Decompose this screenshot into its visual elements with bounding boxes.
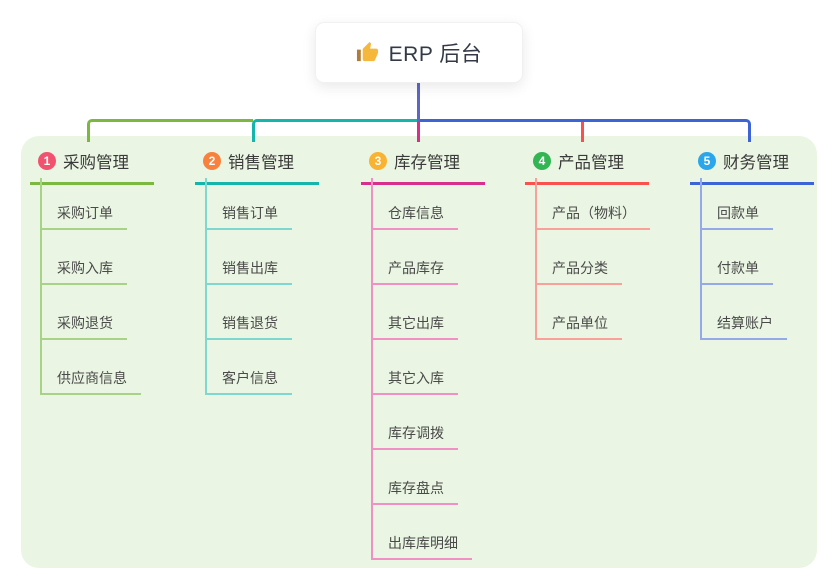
child-node-label: 库存调拨 (388, 425, 444, 441)
connector-branch-1 (87, 119, 253, 142)
mindmap-child-node[interactable]: 出库库明细 (371, 518, 472, 560)
branch-badge-3: 3 (369, 151, 387, 170)
mindmap-child-node[interactable]: 仓库信息 (371, 188, 458, 230)
child-node-label: 仓库信息 (388, 205, 444, 221)
branch-title-label: 采购管理 (63, 153, 129, 172)
mindmap-child-node[interactable]: 付款单 (700, 243, 773, 285)
branch-title-label: 财务管理 (723, 153, 789, 172)
branch-badge-2: 2 (203, 151, 221, 170)
child-node-label: 回款单 (717, 205, 759, 221)
child-node-label: 出库库明细 (388, 535, 458, 551)
connector-branch-3 (417, 122, 420, 142)
connector-branch-5 (419, 119, 751, 142)
connector-branch-4 (581, 122, 584, 142)
branch-title-4[interactable]: 4 产品管理 (525, 146, 649, 185)
branch-title-1[interactable]: 1 采购管理 (30, 146, 154, 185)
child-node-label: 产品库存 (388, 260, 444, 276)
mindmap-child-node[interactable]: 采购订单 (40, 188, 127, 230)
child-node-label: 采购退货 (57, 315, 113, 331)
mindmap-child-node[interactable]: 采购退货 (40, 298, 127, 340)
child-node-label: 产品分类 (552, 260, 608, 276)
branch-title-label: 产品管理 (558, 153, 624, 172)
branch-title-2[interactable]: 2 销售管理 (195, 146, 319, 185)
mindmap-child-node[interactable]: 其它入库 (371, 353, 458, 395)
child-node-label: 供应商信息 (57, 370, 127, 386)
child-node-label: 付款单 (717, 260, 759, 276)
mindmap-child-node[interactable]: 客户信息 (205, 353, 292, 395)
branch-spine-3 (371, 178, 373, 560)
branch-badge-1: 1 (38, 151, 56, 170)
branch-title-label: 库存管理 (394, 153, 460, 172)
child-node-label: 结算账户 (717, 315, 773, 331)
branch-title-5[interactable]: 5 财务管理 (690, 146, 814, 185)
child-node-label: 销售出库 (222, 260, 278, 276)
mindmap-child-node[interactable]: 销售出库 (205, 243, 292, 285)
mindmap-child-node[interactable]: 产品（物料） (535, 188, 650, 230)
branch-spine-1 (40, 178, 42, 395)
child-node-label: 客户信息 (222, 370, 278, 386)
branch-badge-4: 4 (533, 151, 551, 170)
child-node-label: 采购订单 (57, 205, 113, 221)
child-node-label: 产品（物料） (552, 205, 636, 221)
branch-badge-5: 5 (698, 151, 716, 170)
mindmap-child-node[interactable]: 其它出库 (371, 298, 458, 340)
mindmap-child-node[interactable]: 回款单 (700, 188, 773, 230)
mindmap-child-node[interactable]: 产品库存 (371, 243, 458, 285)
mindmap-child-node[interactable]: 供应商信息 (40, 353, 141, 395)
mindmap-child-node[interactable]: 销售订单 (205, 188, 292, 230)
root-node[interactable]: ERP 后台 (315, 22, 523, 83)
branch-spine-5 (700, 178, 702, 340)
mindmap-child-node[interactable]: 结算账户 (700, 298, 787, 340)
mindmap-child-node[interactable]: 销售退货 (205, 298, 292, 340)
mindmap-child-node[interactable]: 采购入库 (40, 243, 127, 285)
connector-branch-2 (252, 119, 419, 142)
child-node-label: 其它入库 (388, 370, 444, 386)
mindmap-child-node[interactable]: 产品单位 (535, 298, 622, 340)
branch-title-3[interactable]: 3 库存管理 (361, 146, 485, 185)
child-node-label: 采购入库 (57, 260, 113, 276)
root-label: ERP 后台 (388, 42, 483, 66)
mindmap-child-node[interactable]: 库存盘点 (371, 463, 458, 505)
branch-title-label: 销售管理 (228, 153, 294, 172)
child-node-label: 销售订单 (222, 205, 278, 221)
mindmap-child-node[interactable]: 库存调拨 (371, 408, 458, 450)
child-node-label: 销售退货 (222, 315, 278, 331)
branches-panel (21, 136, 817, 568)
thumbs-up-icon (356, 41, 379, 64)
child-node-label: 产品单位 (552, 315, 608, 331)
root-stem-line (417, 82, 420, 122)
child-node-label: 其它出库 (388, 315, 444, 331)
branch-spine-4 (535, 178, 537, 340)
child-node-label: 库存盘点 (388, 480, 444, 496)
branch-spine-2 (205, 178, 207, 395)
mindmap-child-node[interactable]: 产品分类 (535, 243, 622, 285)
